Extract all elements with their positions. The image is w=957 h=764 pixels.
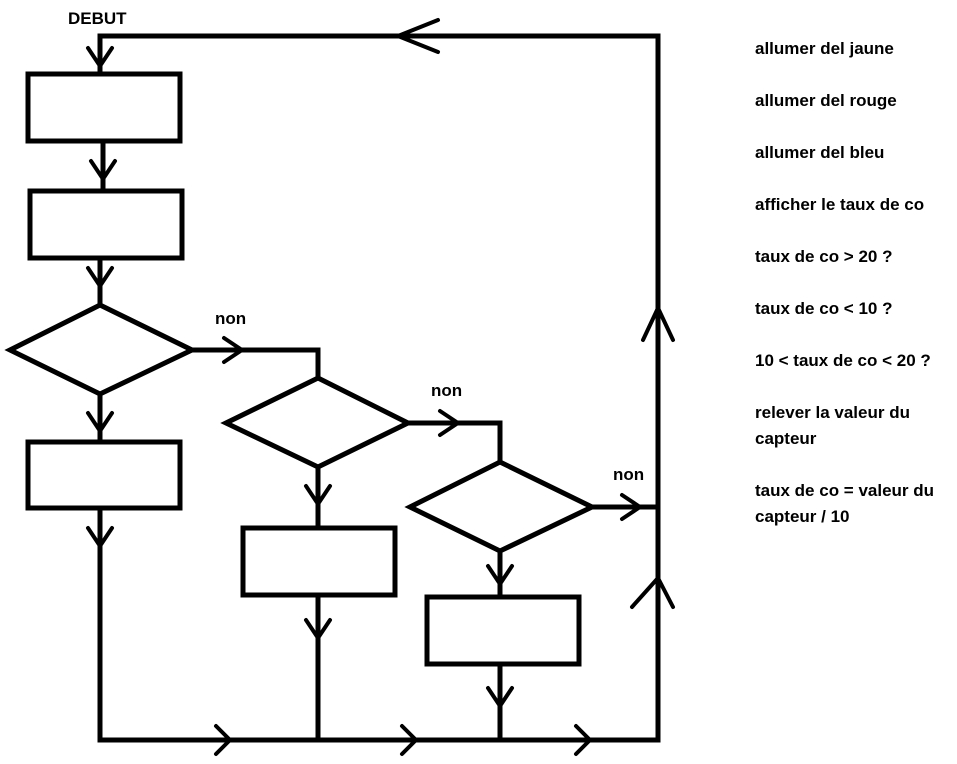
- arrow-box5-bottom: [486, 686, 514, 708]
- legend-item-rate-between: 10 < taux de co < 20 ?: [755, 351, 931, 370]
- start-label: DEBUT: [68, 9, 127, 28]
- decision-diamond-3: [404, 459, 598, 554]
- bottom-arrow-1: [214, 724, 232, 756]
- legend-item-rate-formula: taux de co = valeur du capteur / 10: [755, 481, 935, 526]
- no-label-3: non: [613, 465, 645, 484]
- loop-arrow-up-2: [630, 576, 675, 609]
- arrow-box1-box2: [89, 159, 117, 181]
- arrow-diamond2-box4: [304, 484, 332, 506]
- bottom-arrow-3: [574, 724, 592, 756]
- legend-item-display-rate: afficher le taux de co: [755, 195, 925, 214]
- legend-item-yellow-led: allumer del jaune: [755, 39, 894, 58]
- arrow-start-box1: [86, 46, 114, 68]
- process-box-5: [424, 594, 582, 667]
- legend-item-blue-led: allumer del bleu: [755, 143, 885, 162]
- arrow-diamond2-no: [438, 409, 460, 437]
- loop-arrow-up-1: [641, 306, 675, 342]
- arrow-box3-bottom: [86, 526, 114, 548]
- legend-item-read-sensor: relever la valeur du capteur: [755, 403, 910, 448]
- no-label-1: non: [215, 309, 247, 328]
- arrow-diamond3-no: [620, 493, 642, 521]
- arrow-box4-bottom: [304, 618, 332, 640]
- arrow-diamond1-no: [222, 336, 244, 364]
- arrow-diamond3-box5: [486, 564, 514, 586]
- decision-diamond-2: [220, 375, 414, 470]
- legend-item-rate-below-10: taux de co < 10 ?: [755, 299, 893, 318]
- decision-diamond-1: [4, 302, 198, 397]
- loop-return-line: [97, 33, 661, 743]
- process-box-1: [25, 71, 183, 144]
- connector-diamond2-diamond3: [405, 420, 503, 465]
- connector-diamond1-diamond2: [189, 347, 321, 381]
- process-box-2: [27, 188, 185, 261]
- process-box-3: [25, 439, 183, 511]
- arrow-diamond1-box3: [86, 411, 114, 433]
- legend-item-rate-above-20: taux de co > 20 ?: [755, 247, 893, 266]
- arrow-box2-diamond1: [86, 266, 114, 288]
- legend-item-red-led: allumer del rouge: [755, 91, 897, 110]
- bottom-arrow-2: [400, 724, 418, 756]
- process-box-4: [240, 525, 398, 598]
- loop-arrow-left: [396, 18, 440, 54]
- no-label-2: non: [431, 381, 463, 400]
